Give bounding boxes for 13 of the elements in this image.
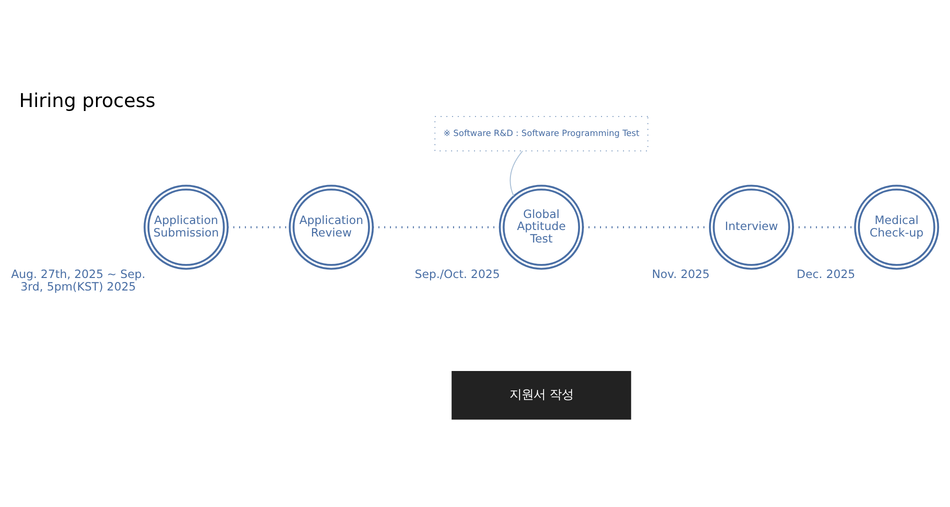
node-circle: Medical Check-up <box>854 184 940 270</box>
connector <box>510 150 524 197</box>
node-circle: Application Submission <box>144 184 229 270</box>
node-label: Dec. 2025 <box>796 266 856 281</box>
node-circle: Interview <box>708 184 794 270</box>
node-circle: Global Aptitude Test <box>498 184 584 270</box>
node-box: ※ Software R&D : Software Programming Test <box>434 116 648 152</box>
node-circle: Application Review <box>288 184 374 270</box>
diagram-title: Hiring process <box>19 88 156 112</box>
node-label: Aug. 27th, 2025 ~ Sep. 3rd, 5pm(KST) 2025 <box>11 266 146 294</box>
node-label: Sep./Oct. 2025 <box>414 266 500 281</box>
node-box: 지원서 작성 <box>452 370 632 420</box>
node-label: Nov. 2025 <box>652 266 710 281</box>
